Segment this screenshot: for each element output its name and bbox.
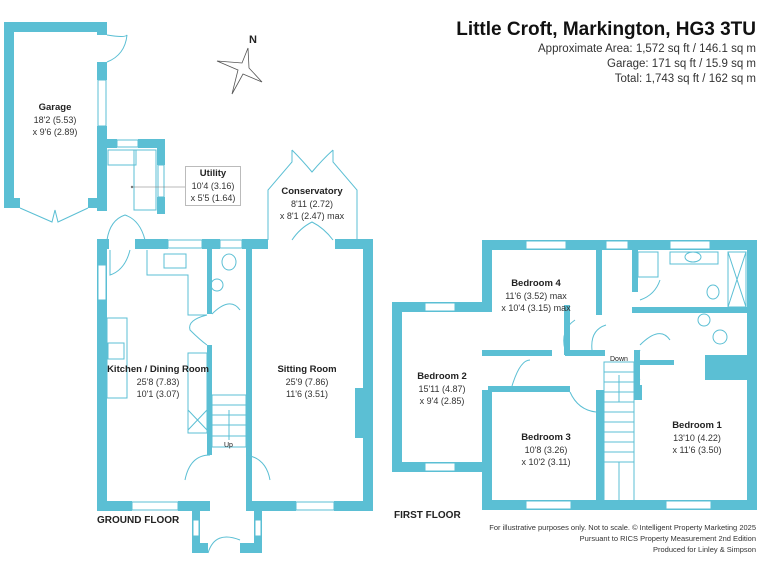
compass-north-label: N: [249, 34, 257, 46]
walls: [4, 22, 757, 553]
room-label-bedroom-3: Bedroom 3 10'8 (3.26) x 10'2 (3.11): [521, 432, 571, 467]
garage-area: Garage: 171 sq ft / 15.9 sq m: [607, 58, 756, 70]
room-label-sitting-room: Sitting Room 25'9 (7.86) 11'6 (3.51): [277, 364, 337, 399]
room-label-bedroom-2: Bedroom 2 15'11 (4.87) x 9'4 (2.85): [417, 371, 467, 406]
room-label-conservatory: Conservatory 8'11 (2.72) x 8'1 (2.47) ma…: [279, 186, 345, 221]
property-title: Little Croft, Markington, HG3 3TU: [456, 19, 756, 40]
rics-note: Pursuant to RICS Property Measurement 2n…: [579, 534, 756, 543]
stairs-up-label: Up: [224, 442, 233, 449]
fixtures-doors: [19, 34, 747, 554]
compass-star-icon: [216, 47, 263, 95]
room-label-utility: Utility 10'4 (3.16) x 5'5 (1.64): [190, 168, 236, 203]
disclaimer: For illustrative purposes only. Not to s…: [489, 523, 756, 532]
windows: [97, 79, 712, 537]
total-area: Total: 1,743 sq ft / 162 sq m: [614, 73, 756, 85]
room-label-kitchen: Kitchen / Dining Room 25'8 (7.83) 10'1 (…: [107, 364, 209, 399]
ground-floor-label: GROUND FLOOR: [97, 515, 180, 526]
utility-label-box: [185, 166, 241, 206]
room-label-bedroom-1: Bedroom 1 13'10 (4.22) x 11'6 (3.50): [672, 420, 722, 455]
footer-notes: For illustrative purposes only. Not to s…: [489, 522, 756, 555]
room-label-bedroom-4: Bedroom 4 11'6 (3.52) max x 10'4 (3.15) …: [501, 278, 571, 313]
room-label-garage: Garage 18'2 (5.53) x 9'6 (2.89): [32, 102, 78, 137]
first-floor-label: FIRST FLOOR: [394, 510, 461, 521]
stairs-down-label: Down: [610, 356, 628, 363]
approximate-area: Approximate Area: 1,572 sq ft / 146.1 sq…: [538, 43, 756, 55]
produced-for: Produced for Linley & Simpson: [653, 545, 756, 554]
property-header: Little Croft, Markington, HG3 3TU Approx…: [456, 18, 756, 87]
